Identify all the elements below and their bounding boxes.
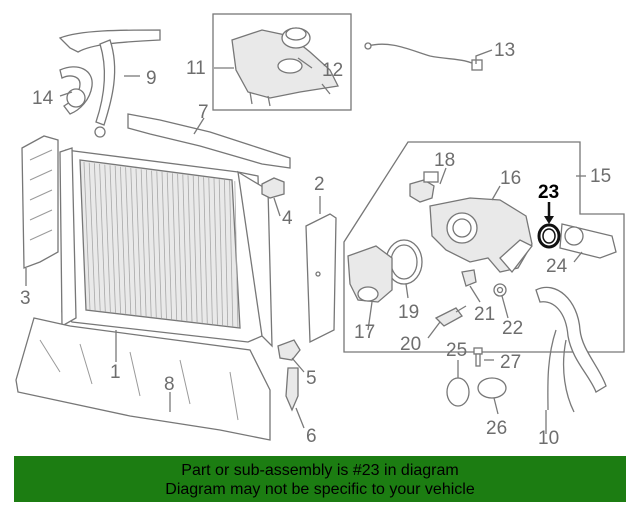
banner-line-2: Diagram may not be specific to your vehi… bbox=[165, 481, 475, 498]
temperature-sensor bbox=[409, 171, 439, 203]
flange-gasket bbox=[559, 223, 617, 259]
radiator-fin bbox=[88, 162, 96, 311]
radiator-fin bbox=[229, 180, 234, 327]
callout-4: 4 bbox=[282, 208, 293, 229]
radiator-fin bbox=[218, 179, 223, 326]
seals-and-bolt bbox=[446, 347, 507, 407]
callout-15: 15 bbox=[590, 166, 611, 187]
thermostat-housing bbox=[429, 197, 533, 274]
radiator-fin bbox=[125, 167, 132, 315]
leader-lines bbox=[25, 49, 586, 434]
radiator-fin bbox=[146, 169, 152, 318]
callout-3: 3 bbox=[20, 288, 31, 309]
reservoir-inset bbox=[212, 13, 352, 111]
callout-5: 5 bbox=[306, 368, 317, 389]
lower-hose bbox=[535, 286, 607, 413]
housing-gasket bbox=[385, 239, 423, 285]
callout-13: 13 bbox=[494, 40, 515, 61]
callout-16: 16 bbox=[500, 168, 521, 189]
callout-20: 20 bbox=[400, 334, 421, 355]
radiator-fin bbox=[151, 170, 157, 318]
right-air-guide bbox=[305, 213, 337, 344]
radiator-fin bbox=[114, 165, 121, 314]
callout-26: 26 bbox=[486, 418, 507, 439]
callout-17: 17 bbox=[354, 322, 375, 343]
callout-1: 1 bbox=[110, 362, 121, 383]
callout-10: 10 bbox=[538, 428, 559, 449]
radiator-fin bbox=[166, 172, 172, 320]
callout-27: 27 bbox=[500, 352, 521, 373]
radiator-fin bbox=[83, 161, 91, 311]
o-ring-highlighted bbox=[537, 223, 561, 249]
thermostat-group-box bbox=[343, 141, 625, 353]
radiator-fin bbox=[172, 173, 178, 321]
callout-22: 22 bbox=[502, 318, 523, 339]
callout-21: 21 bbox=[474, 304, 495, 325]
radiator-fin bbox=[198, 176, 203, 324]
bracket-and-sensor bbox=[277, 339, 301, 412]
radiator-fin bbox=[234, 181, 239, 328]
callout-25: 25 bbox=[446, 340, 467, 361]
outlet-pipe bbox=[347, 245, 393, 303]
radiator-fin bbox=[104, 164, 111, 313]
bypass-hose bbox=[364, 42, 483, 71]
upper-hose bbox=[58, 29, 161, 138]
lower-deflector bbox=[15, 317, 271, 441]
radiator-fin bbox=[99, 163, 106, 312]
radiator-fin bbox=[120, 166, 127, 315]
callout-7: 7 bbox=[198, 102, 209, 123]
radiator-fin bbox=[177, 173, 183, 321]
radiator-fin bbox=[130, 167, 137, 316]
callout-14: 14 bbox=[32, 88, 54, 109]
callout-18: 18 bbox=[434, 150, 455, 171]
left-air-guide bbox=[21, 135, 59, 269]
callout-12: 12 bbox=[322, 60, 343, 81]
callout-8: 8 bbox=[164, 374, 175, 395]
banner-line-1: Part or sub-assembly is #23 in diagram bbox=[181, 462, 459, 479]
info-banner: Part or sub-assembly is #23 in diagram D… bbox=[14, 456, 626, 502]
radiator-core bbox=[83, 161, 239, 328]
callout-labels: 1 2 3 4 5 6 7 8 9 10 11 12 13 14 15 16 1… bbox=[20, 40, 611, 449]
radiator-fin bbox=[94, 163, 101, 312]
radiator-fin bbox=[182, 174, 188, 322]
callout-24: 24 bbox=[546, 256, 568, 277]
callout-19: 19 bbox=[398, 302, 419, 323]
radiator-fin bbox=[192, 175, 198, 323]
parts-diagram: 1 2 3 4 5 6 7 8 9 10 11 12 13 14 15 16 1… bbox=[15, 13, 625, 449]
callout-2: 2 bbox=[314, 174, 325, 195]
radiator-fin bbox=[208, 177, 213, 325]
radiator bbox=[59, 147, 273, 348]
radiator-mount bbox=[261, 177, 285, 199]
radiator-fin bbox=[135, 168, 142, 317]
callout-11: 11 bbox=[186, 58, 206, 79]
radiator-fin bbox=[161, 171, 167, 320]
radiator-fin bbox=[213, 178, 218, 326]
callout-6: 6 bbox=[306, 426, 317, 447]
radiator-fin bbox=[140, 169, 147, 317]
radiator-fin bbox=[156, 171, 162, 319]
radiator-fin bbox=[203, 177, 208, 324]
callout-23-highlighted: 23 bbox=[538, 182, 559, 203]
plug-and-sensor bbox=[434, 269, 477, 327]
radiator-fin bbox=[187, 175, 193, 323]
radiator-fin bbox=[109, 165, 116, 314]
upper-shield bbox=[127, 113, 291, 169]
callout-9: 9 bbox=[146, 68, 157, 89]
washer bbox=[493, 283, 507, 297]
radiator-fin bbox=[224, 179, 229, 327]
